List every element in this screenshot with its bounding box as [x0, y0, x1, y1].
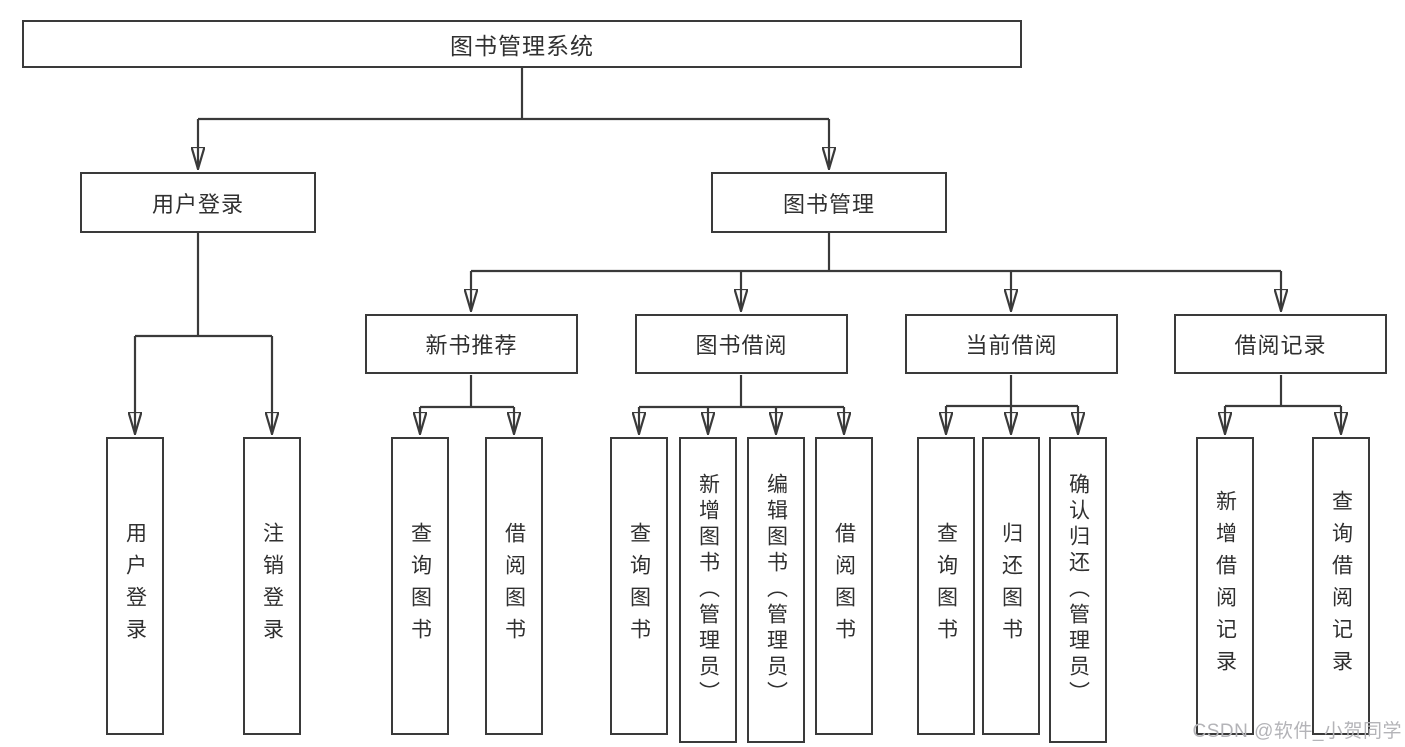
connector-book-management-to-level3 — [471, 233, 1281, 311]
leaf-label: 查询图书 — [627, 522, 651, 650]
connector-book-borrowing-to-leaves — [639, 375, 844, 434]
leaf-label: 查询图书 — [408, 522, 432, 650]
connector-borrowing-records-to-leaves — [1225, 375, 1341, 434]
leaf-borrowing-add-books-admin: 新增图书（管理员） — [679, 437, 737, 743]
connector-current-borrowing-to-leaves — [946, 375, 1078, 434]
connector-root-to-level2 — [198, 68, 829, 169]
node-book-borrowing: 图书借阅 — [635, 314, 848, 374]
leaf-newbook-query-books: 查询图书 — [391, 437, 449, 735]
leaf-label: 借阅图书 — [502, 522, 526, 650]
leaf-borrowing-borrow-books: 借阅图书 — [815, 437, 873, 735]
node-borrowing-records: 借阅记录 — [1174, 314, 1387, 374]
leaf-records-query-record: 查询借阅记录 — [1312, 437, 1370, 735]
leaf-label: 查询图书 — [934, 522, 958, 650]
leaf-logout: 注销登录 — [243, 437, 301, 735]
leaf-label: 新增借阅记录 — [1213, 490, 1237, 682]
leaf-current-confirm-return-admin: 确认归还（管理员） — [1049, 437, 1107, 743]
leaf-current-query-books: 查询图书 — [917, 437, 975, 735]
leaf-label: 归还图书 — [999, 522, 1023, 650]
connector-new-book-recommendation-to-leaves — [420, 375, 514, 434]
node-current-borrowing: 当前借阅 — [905, 314, 1118, 374]
leaf-label: 查询借阅记录 — [1329, 490, 1353, 682]
leaf-label: 注销登录 — [260, 522, 284, 650]
leaf-newbook-borrow-books: 借阅图书 — [485, 437, 543, 735]
node-book-management-branch: 图书管理 — [711, 172, 947, 233]
leaf-user-login: 用户登录 — [106, 437, 164, 735]
connector-user-login-to-leaves — [135, 233, 272, 434]
leaf-label: 编辑图书（管理员） — [764, 473, 788, 707]
leaf-borrowing-query-books: 查询图书 — [610, 437, 668, 735]
leaf-borrowing-edit-books-admin: 编辑图书（管理员） — [747, 437, 805, 743]
leaf-label: 确认归还（管理员） — [1066, 473, 1090, 707]
leaf-current-return-books: 归还图书 — [982, 437, 1040, 735]
leaf-label: 借阅图书 — [832, 522, 856, 650]
leaf-label: 用户登录 — [123, 522, 147, 650]
node-library-management-system: 图书管理系统 — [22, 20, 1022, 68]
node-user-login-branch: 用户登录 — [80, 172, 316, 233]
leaf-records-add-record: 新增借阅记录 — [1196, 437, 1254, 735]
leaf-label: 新增图书（管理员） — [696, 473, 720, 707]
node-new-book-recommendation: 新书推荐 — [365, 314, 578, 374]
